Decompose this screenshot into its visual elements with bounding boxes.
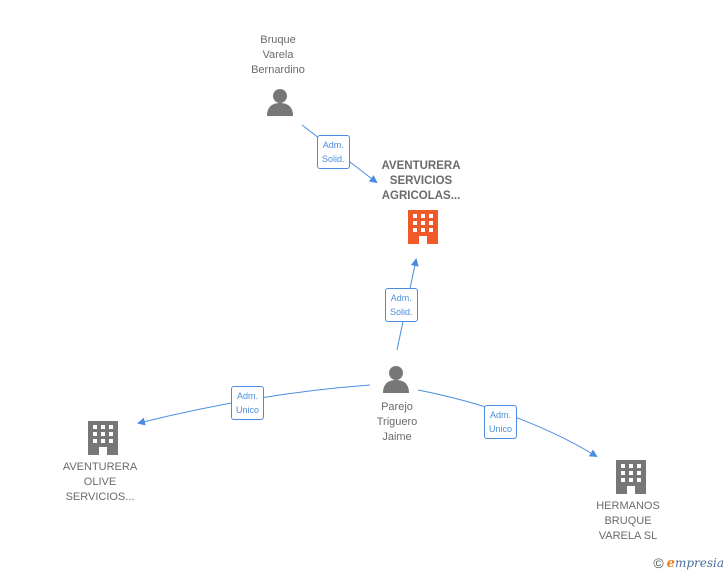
brand-logo-text: mpresia (674, 556, 724, 570)
edge-label-line: Unico (236, 405, 260, 415)
edge-label-adm-unico[interactable]: Adm. Unico (231, 386, 265, 420)
person-icon[interactable] (267, 89, 293, 116)
node-label-aventurera-servicios-agricolas[interactable]: AVENTURERA SERVICIOS AGRICOLAS... (366, 159, 476, 204)
edge-label-line: Adm. (237, 391, 259, 401)
copyright-icon: © (653, 555, 664, 571)
brand-footer: © empresia (653, 555, 724, 571)
node-name-line: Bernardino (251, 64, 305, 76)
node-name-line: BRUQUE (604, 515, 652, 527)
node-name-line: OLIVE (83, 476, 117, 488)
edge-label-adm-solid[interactable]: Adm. Solid. (385, 288, 418, 322)
edge-label-adm-solid[interactable]: Adm. Solid. (317, 135, 350, 169)
node-name-line: SERVICIOS... (65, 491, 135, 503)
edge-label-line: Unico (489, 424, 513, 434)
building-icon[interactable] (616, 460, 646, 494)
node-name-line: VARELA SL (598, 530, 658, 542)
building-icon[interactable] (88, 421, 118, 455)
edge-label-line: Adm. (490, 410, 512, 420)
person-icon[interactable] (383, 366, 409, 393)
edge-label-line: Adm. (322, 140, 344, 150)
edge-label-line: Solid. (390, 307, 413, 317)
node-label-bruque-varela-bernardino[interactable]: Bruque Varela Bernardino (238, 33, 318, 78)
node-name-line: AVENTURERA (62, 461, 138, 473)
brand-logo-e: e (666, 556, 675, 571)
node-name-line: SERVICIOS (389, 175, 453, 187)
edge-label-line: Adm. (390, 293, 412, 303)
node-name-line: Jaime (382, 431, 412, 443)
node-name-line: Triguero (376, 416, 418, 428)
node-name-line: AVENTURERA (381, 160, 461, 172)
node-name-line: HERMANOS (596, 500, 660, 512)
node-label-parejo-triguero-jaime[interactable]: Parejo Triguero Jaime (357, 400, 437, 445)
edge-label-line: Solid. (322, 154, 345, 164)
node-name-line: Parejo (381, 401, 413, 413)
node-label-hermanos-bruque-varela[interactable]: HERMANOS BRUQUE VARELA SL (583, 499, 673, 544)
edge-label-adm-unico[interactable]: Adm. Unico (484, 405, 518, 439)
brand-logo[interactable]: empresia (667, 555, 724, 571)
node-name-line: AGRICOLAS... (381, 190, 461, 202)
building-icon[interactable] (408, 210, 438, 244)
node-name-line: Varela (262, 49, 294, 61)
node-name-line: Bruque (260, 34, 296, 46)
node-label-aventurera-olive-servicios[interactable]: AVENTURERA OLIVE SERVICIOS... (55, 460, 145, 505)
